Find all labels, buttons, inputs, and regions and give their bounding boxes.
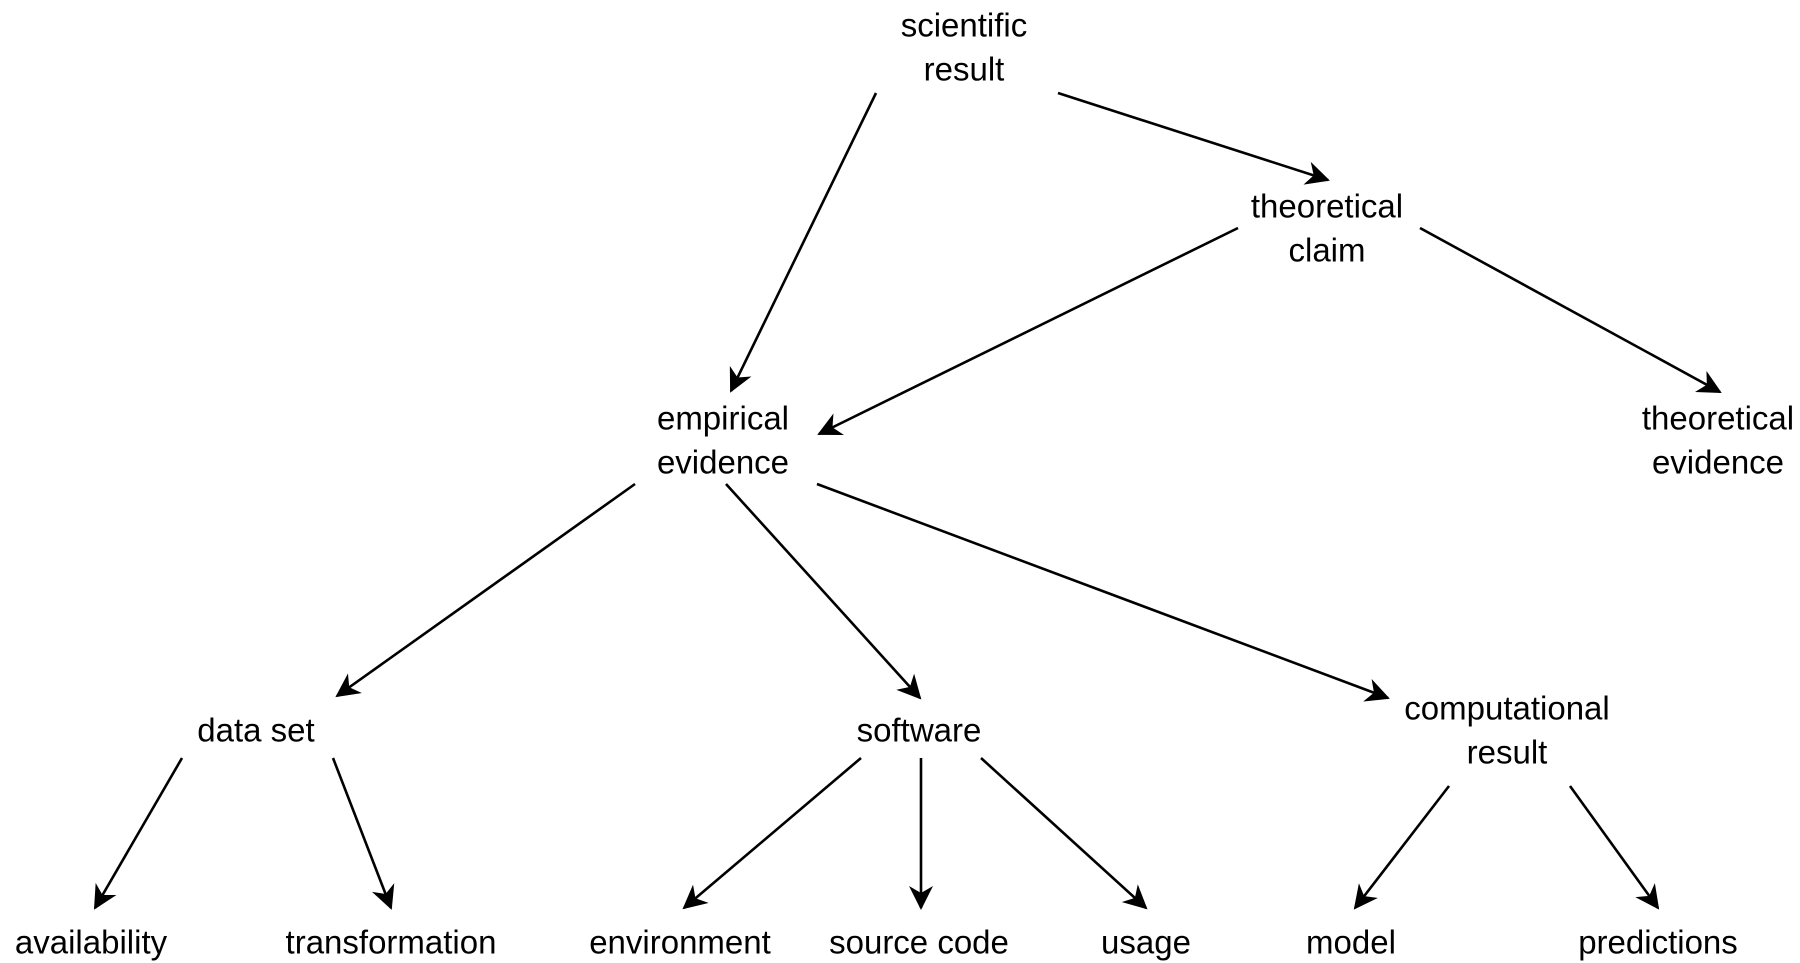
arrow-empirical-evidence-to-computational-result bbox=[816, 482, 1390, 702]
node-label-line: data set bbox=[197, 712, 314, 749]
arrow-empirical-evidence-to-data-set bbox=[335, 482, 636, 698]
node-label-line: model bbox=[1306, 924, 1396, 961]
node-model: model bbox=[1306, 924, 1396, 961]
arrow-computational-result-to-predictions bbox=[1568, 785, 1660, 910]
arrow-data-set-to-transformation bbox=[331, 757, 395, 910]
node-label-line: theoretical bbox=[1642, 400, 1794, 437]
arrow-line bbox=[93, 757, 184, 910]
arrow-line bbox=[1419, 226, 1722, 394]
arrow-scientific-result-to-theoretical-claim bbox=[1057, 91, 1330, 185]
node-environment: environment bbox=[589, 924, 771, 961]
node-predictions: predictions bbox=[1578, 924, 1738, 961]
node-label-line: scientific bbox=[901, 7, 1028, 44]
node-label-line: source code bbox=[829, 924, 1009, 961]
arrow-software-to-environment bbox=[682, 757, 862, 910]
arrow-line bbox=[1568, 785, 1660, 910]
node-label-line: evidence bbox=[1652, 444, 1784, 481]
arrow-line bbox=[335, 482, 636, 698]
node-label-line: availability bbox=[15, 924, 168, 961]
arrow-line bbox=[729, 92, 878, 393]
node-source-code: source code bbox=[829, 924, 1009, 961]
node-label-line: evidence bbox=[657, 444, 789, 481]
node-scientific-result: scientific result bbox=[901, 7, 1028, 88]
arrow-line bbox=[816, 482, 1390, 702]
node-theoretical-claim: theoretical claim bbox=[1251, 188, 1403, 269]
nodes-layer: scientific result theoretical claim empirica… bbox=[15, 7, 1794, 961]
node-label-line: theoretical bbox=[1251, 188, 1403, 225]
arrow-theoretical-claim-to-empirical-evidence bbox=[817, 226, 1239, 436]
node-label-line: empirical bbox=[657, 400, 789, 437]
node-software: software bbox=[857, 712, 982, 749]
node-label-line: predictions bbox=[1578, 924, 1738, 961]
arrow-scientific-result-to-empirical-evidence bbox=[729, 92, 878, 393]
arrow-line bbox=[331, 757, 395, 910]
edges-layer bbox=[93, 91, 1722, 910]
arrow-line bbox=[1057, 91, 1330, 185]
arrow-line bbox=[725, 483, 922, 700]
arrow-line bbox=[682, 757, 862, 910]
node-empirical-evidence: empirical evidence bbox=[657, 400, 789, 481]
node-usage: usage bbox=[1101, 924, 1191, 961]
arrow-data-set-to-availability bbox=[93, 757, 184, 910]
node-label-line: computational bbox=[1404, 690, 1609, 727]
arrow-line bbox=[1353, 785, 1451, 910]
node-label-line: result bbox=[1467, 734, 1548, 771]
node-availability: availability bbox=[15, 924, 168, 961]
node-transformation: transformation bbox=[286, 924, 497, 961]
arrow-computational-result-to-model bbox=[1353, 785, 1451, 910]
arrow-software-to-usage bbox=[980, 757, 1148, 910]
arrow-empirical-evidence-to-software bbox=[725, 483, 922, 700]
node-label-line: software bbox=[857, 712, 982, 749]
node-label-line: transformation bbox=[286, 924, 497, 961]
node-label-line: environment bbox=[589, 924, 771, 961]
node-label-line: result bbox=[924, 51, 1005, 88]
node-label-line: usage bbox=[1101, 924, 1191, 961]
node-theoretical-evidence: theoretical evidence bbox=[1642, 400, 1794, 481]
arrow-line bbox=[980, 757, 1148, 910]
arrow-line bbox=[817, 226, 1239, 436]
node-data-set: data set bbox=[197, 712, 314, 749]
arrow-theoretical-claim-to-theoretical-evidence bbox=[1419, 226, 1722, 394]
node-label-line: claim bbox=[1288, 232, 1365, 269]
node-computational-result: computational result bbox=[1404, 690, 1609, 771]
